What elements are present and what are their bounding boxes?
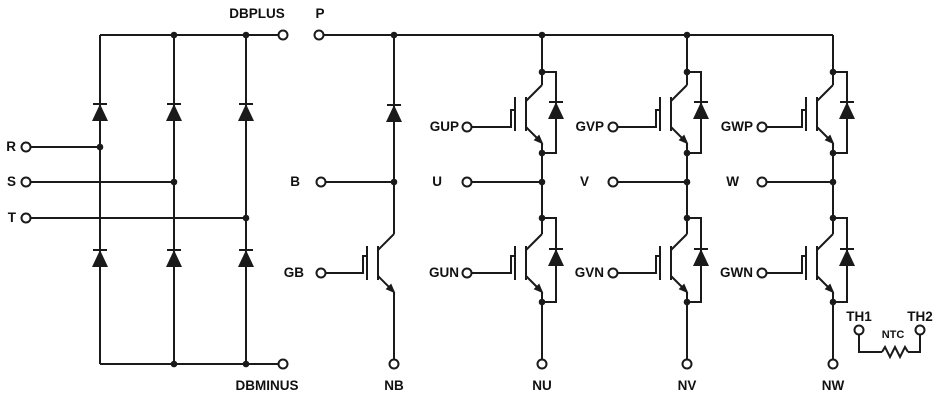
terminal-dbplus bbox=[277, 29, 289, 41]
diode-icon bbox=[237, 103, 255, 122]
terminal-nu bbox=[536, 358, 548, 370]
diode-icon bbox=[91, 103, 109, 122]
terminal-gup bbox=[461, 121, 473, 133]
label-t: T bbox=[8, 210, 17, 225]
terminal-u bbox=[461, 176, 473, 188]
junction-dots bbox=[538, 68, 546, 306]
diode-icon bbox=[692, 101, 710, 120]
label-b: B bbox=[290, 174, 300, 189]
igbt-icon bbox=[515, 85, 542, 143]
label-th1: TH1 bbox=[846, 309, 872, 324]
inverter-leg-v: GVP V GVN NV bbox=[575, 35, 710, 393]
wire-gvp-gate-lead bbox=[617, 109, 660, 128]
diode-icon bbox=[838, 248, 856, 267]
igbt-icon bbox=[806, 85, 833, 143]
diode-icon bbox=[385, 104, 403, 123]
diode-icon bbox=[165, 103, 183, 122]
diode-icon bbox=[237, 249, 255, 268]
wire-gup-gate-lead bbox=[471, 109, 515, 128]
label-v: V bbox=[580, 174, 589, 189]
ntc-thermistor: TH1 TH2 NTC bbox=[846, 309, 933, 360]
label-gun: GUN bbox=[429, 265, 459, 280]
diode-icon bbox=[547, 101, 565, 120]
junction-dots bbox=[829, 68, 837, 306]
label-ntc: NTC bbox=[882, 329, 905, 341]
label-gvn: GVN bbox=[575, 265, 604, 280]
label-dbminus: DBMINUS bbox=[236, 378, 299, 393]
diode-icon bbox=[165, 249, 183, 268]
terminal-gvp bbox=[607, 121, 619, 133]
diode-icon bbox=[838, 101, 856, 120]
wire-gvn-gate-lead bbox=[617, 255, 660, 274]
diode-icon bbox=[692, 248, 710, 267]
label-gwn: GWN bbox=[720, 265, 753, 280]
wire-th2-lead bbox=[908, 334, 921, 353]
terminal-w bbox=[756, 176, 768, 188]
terminal-nv bbox=[681, 358, 693, 370]
label-s: S bbox=[7, 174, 16, 189]
diode-icon bbox=[91, 249, 109, 268]
terminal-gvn bbox=[607, 267, 619, 279]
wire-gwn-gate-lead bbox=[766, 255, 806, 274]
terminal-r bbox=[20, 141, 32, 153]
wire-gb-gate-lead bbox=[325, 255, 367, 274]
wire-th1-lead bbox=[858, 334, 882, 353]
igbt-icon bbox=[806, 234, 833, 292]
label-r: R bbox=[6, 139, 16, 154]
terminal-gwp bbox=[756, 121, 768, 133]
junction-dots bbox=[683, 68, 691, 306]
junction-dots bbox=[96, 31, 250, 368]
igbt-icon bbox=[660, 234, 687, 292]
terminal-t bbox=[20, 212, 32, 224]
igbt-icon bbox=[660, 85, 687, 143]
terminal-gun bbox=[461, 267, 473, 279]
terminal-v bbox=[607, 176, 619, 188]
label-gup: GUP bbox=[430, 119, 459, 134]
label-gwp: GWP bbox=[721, 119, 753, 134]
brake-chopper: B GB NB bbox=[284, 35, 404, 393]
wire-gun-gate-lead bbox=[471, 255, 515, 274]
label-gb: GB bbox=[284, 265, 305, 280]
igbt-icon bbox=[515, 234, 542, 292]
terminal-p bbox=[313, 29, 325, 41]
terminal-b bbox=[315, 176, 327, 188]
terminal-dbminus bbox=[277, 358, 289, 370]
label-gvp: GVP bbox=[575, 119, 604, 134]
label-p: P bbox=[315, 6, 324, 21]
terminal-th1 bbox=[853, 324, 865, 336]
terminal-nw bbox=[827, 358, 839, 370]
label-nv: NV bbox=[678, 378, 697, 393]
label-u: U bbox=[432, 174, 442, 189]
label-nw: NW bbox=[822, 378, 845, 393]
terminal-nb bbox=[388, 358, 400, 370]
terminal-th2 bbox=[914, 324, 926, 336]
terminal-gwn bbox=[756, 267, 768, 279]
label-th2: TH2 bbox=[907, 309, 933, 324]
label-w: W bbox=[726, 174, 739, 189]
terminal-gb bbox=[315, 267, 327, 279]
terminal-s bbox=[20, 176, 32, 188]
inverter-leg-w: GWP W GWN NW bbox=[720, 35, 856, 393]
inverter-leg-u: GUP U GUN NU bbox=[429, 35, 565, 393]
label-nb: NB bbox=[384, 378, 404, 393]
diode-icon bbox=[547, 248, 565, 267]
igbt-icon bbox=[367, 234, 394, 292]
resistor-zigzag-icon bbox=[881, 344, 909, 360]
label-nu: NU bbox=[532, 378, 552, 393]
wire-gwp-gate-lead bbox=[766, 109, 806, 128]
rectifier-bridge: R S T DBPLUS DBMINUS bbox=[6, 6, 298, 393]
dc-bus: P bbox=[313, 6, 833, 41]
label-dbplus: DBPLUS bbox=[229, 6, 285, 21]
